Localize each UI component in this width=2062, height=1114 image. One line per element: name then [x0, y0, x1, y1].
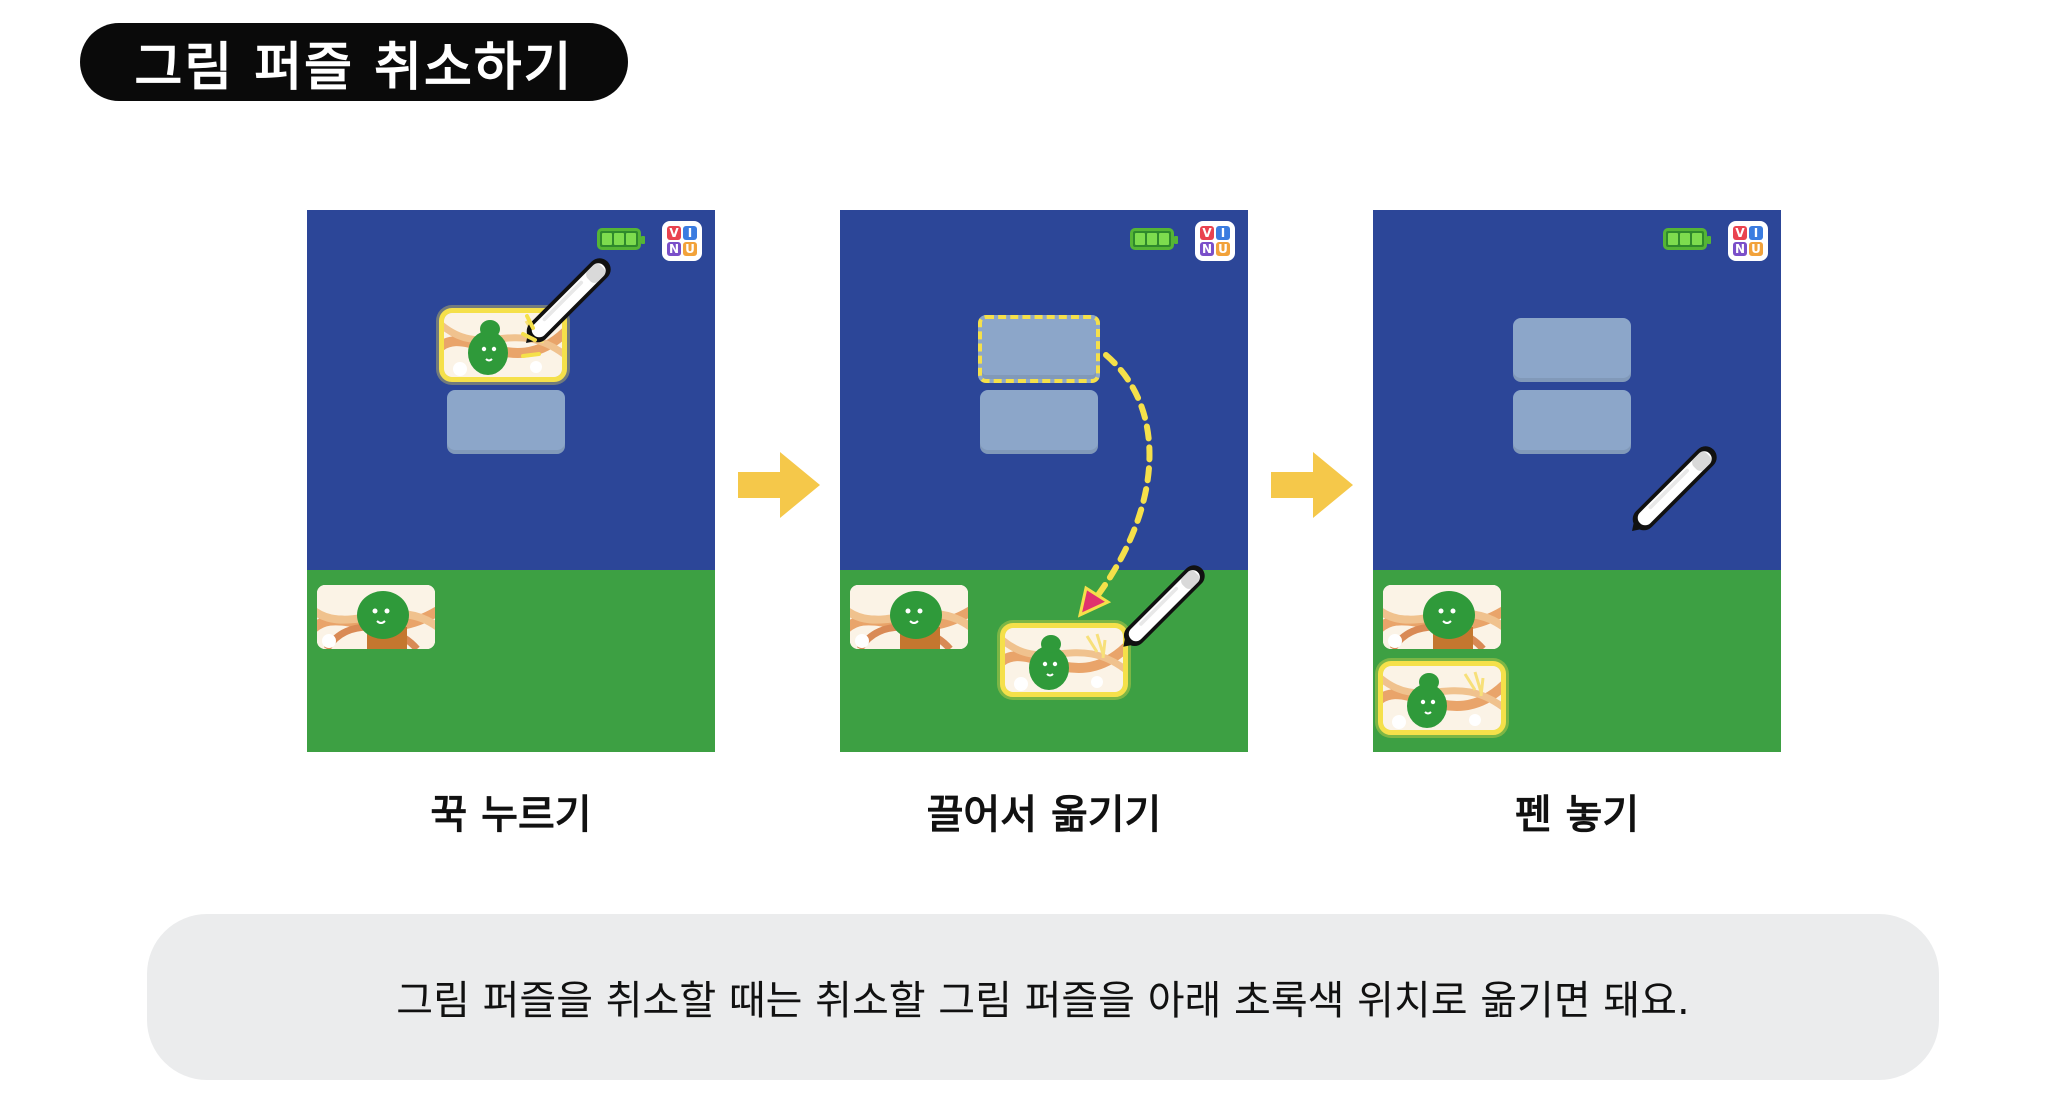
puzzle-slot[interactable] [1513, 390, 1631, 454]
logo-letter: U [1216, 242, 1230, 256]
logo-letter: N [1733, 242, 1747, 256]
step-arrow-icon [1271, 452, 1353, 518]
step-3-screen: V I N U [1373, 210, 1781, 752]
logo-letter: I [683, 226, 697, 240]
logo-letter: U [1749, 242, 1763, 256]
logo-letter: V [1200, 226, 1214, 240]
logo-letter: N [1200, 242, 1214, 256]
puzzle-slot[interactable] [1513, 318, 1631, 382]
puzzle-piece-cancelled[interactable] [1378, 661, 1506, 735]
logo-letter: N [667, 242, 681, 256]
pen-icon [1105, 540, 1230, 665]
puzzle-piece[interactable] [850, 585, 968, 649]
step-1-caption: 꾹 누르기 [430, 792, 592, 838]
battery-icon [1663, 228, 1711, 250]
page-title: 그림 퍼즐 취소하기 [80, 23, 628, 101]
battery-icon [1130, 228, 1178, 250]
puzzle-piece-art [850, 585, 968, 649]
battery-icon [597, 228, 645, 250]
logo-letter: V [667, 226, 681, 240]
puzzle-piece-art [317, 585, 435, 649]
pen-icon [1613, 420, 1743, 550]
step-2-screen: V I N U [840, 210, 1248, 752]
logo-letter: I [1749, 226, 1763, 240]
vinu-logo-icon: V I N U [662, 221, 702, 261]
step-1-screen: V I N U [307, 210, 715, 752]
logo-letter: V [1733, 226, 1747, 240]
puzzle-piece[interactable] [317, 585, 435, 649]
puzzle-slot[interactable] [447, 390, 565, 454]
info-box: 그림 퍼즐을 취소할 때는 취소할 그림 퍼즐을 아래 초록색 위치로 옮기면 … [147, 914, 1939, 1080]
puzzle-piece-dragging[interactable] [1000, 623, 1128, 697]
logo-letter: U [683, 242, 697, 256]
step-2-caption: 끌어서 옮기기 [926, 792, 1162, 838]
puzzle-piece[interactable] [1383, 585, 1501, 649]
logo-letter: I [1216, 226, 1230, 240]
puzzle-slot[interactable] [980, 390, 1098, 454]
step-arrow-icon [738, 452, 820, 518]
puzzle-piece-art [1383, 585, 1501, 649]
vinu-logo-icon: V I N U [1195, 221, 1235, 261]
puzzle-piece-art [1383, 666, 1501, 730]
step-3-caption: 펜 놓기 [1514, 792, 1640, 838]
info-text: 그림 퍼즐을 취소할 때는 취소할 그림 퍼즐을 아래 초록색 위치로 옮기면 … [396, 978, 1690, 1024]
vinu-logo-icon: V I N U [1728, 221, 1768, 261]
pen-icon [507, 232, 637, 362]
puzzle-slot-emptied[interactable] [978, 315, 1100, 383]
